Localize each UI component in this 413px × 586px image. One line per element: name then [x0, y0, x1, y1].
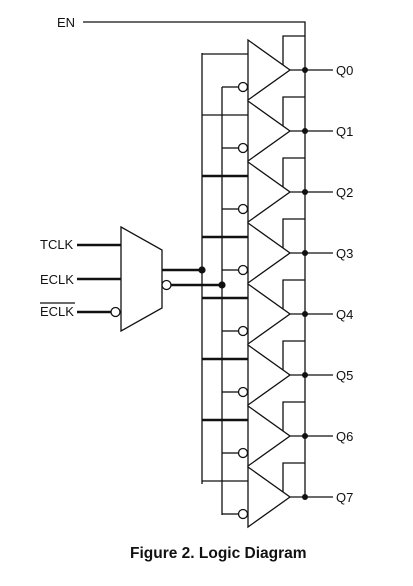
buffer-1-enable-tap [282, 96, 305, 126]
output-label-q2: Q2 [336, 185, 353, 200]
output-junction-q1 [302, 128, 308, 134]
buffer-1-triangle [247, 99, 292, 163]
output-junction-q4 [302, 311, 308, 317]
buffer-6-enable-tap [282, 401, 305, 431]
output-label-q1: Q1 [336, 124, 353, 139]
output-label-q7: Q7 [336, 490, 353, 505]
output-label-q4: Q4 [336, 307, 353, 322]
buffer-5-enable-tap [282, 340, 305, 370]
input-label-eclk-bar: ECLK [40, 304, 74, 319]
buffer-0-triangle [247, 38, 292, 102]
buffer-5-inversion-bubble [237, 386, 249, 398]
buffer-7-triangle [247, 465, 292, 529]
clock-select-mux [120, 225, 163, 333]
output-label-q6: Q6 [336, 429, 353, 444]
output-junction-q7 [302, 494, 308, 500]
buffer-3-enable-tap [282, 218, 305, 248]
output-junction-q5 [302, 372, 308, 378]
enable-wire [83, 21, 306, 497]
buffer-1-inversion-bubble [237, 142, 249, 154]
output-label-q5: Q5 [336, 368, 353, 383]
output-junction-q2 [302, 189, 308, 195]
buffer-2-triangle [247, 160, 292, 224]
output-label-q0: Q0 [336, 63, 353, 78]
output-junction-q3 [302, 250, 308, 256]
input-label-eclk: ECLK [40, 272, 74, 287]
buffer-5-triangle [247, 343, 292, 407]
output-junction-q0 [302, 67, 308, 73]
mux-inverted-output-bubble [161, 279, 172, 291]
buffer-3-inversion-bubble [237, 264, 249, 276]
enable-label: EN [57, 15, 75, 30]
buffer-7-inversion-bubble [237, 508, 249, 520]
input-label-tclk: TCLK [40, 237, 74, 252]
eclk-bar-inversion-bubble [110, 306, 121, 318]
output-junction-q6 [302, 433, 308, 439]
buffer-6-triangle [247, 404, 292, 468]
buffer-4-enable-tap [282, 279, 305, 309]
buffer-4-triangle [247, 282, 292, 346]
buffer-2-inversion-bubble [237, 203, 249, 215]
buffer-4-inversion-bubble [237, 325, 249, 337]
buffer-0-enable-tap [282, 35, 305, 65]
buffer-6-inversion-bubble [237, 447, 249, 459]
buffer-7-enable-tap [282, 462, 305, 492]
figure-caption: Figure 2. Logic Diagram [130, 545, 307, 562]
buffer-3-triangle [247, 221, 292, 285]
output-label-q3: Q3 [336, 246, 353, 261]
buffer-2-enable-tap [282, 157, 305, 187]
buffer-0-inversion-bubble [237, 81, 249, 93]
